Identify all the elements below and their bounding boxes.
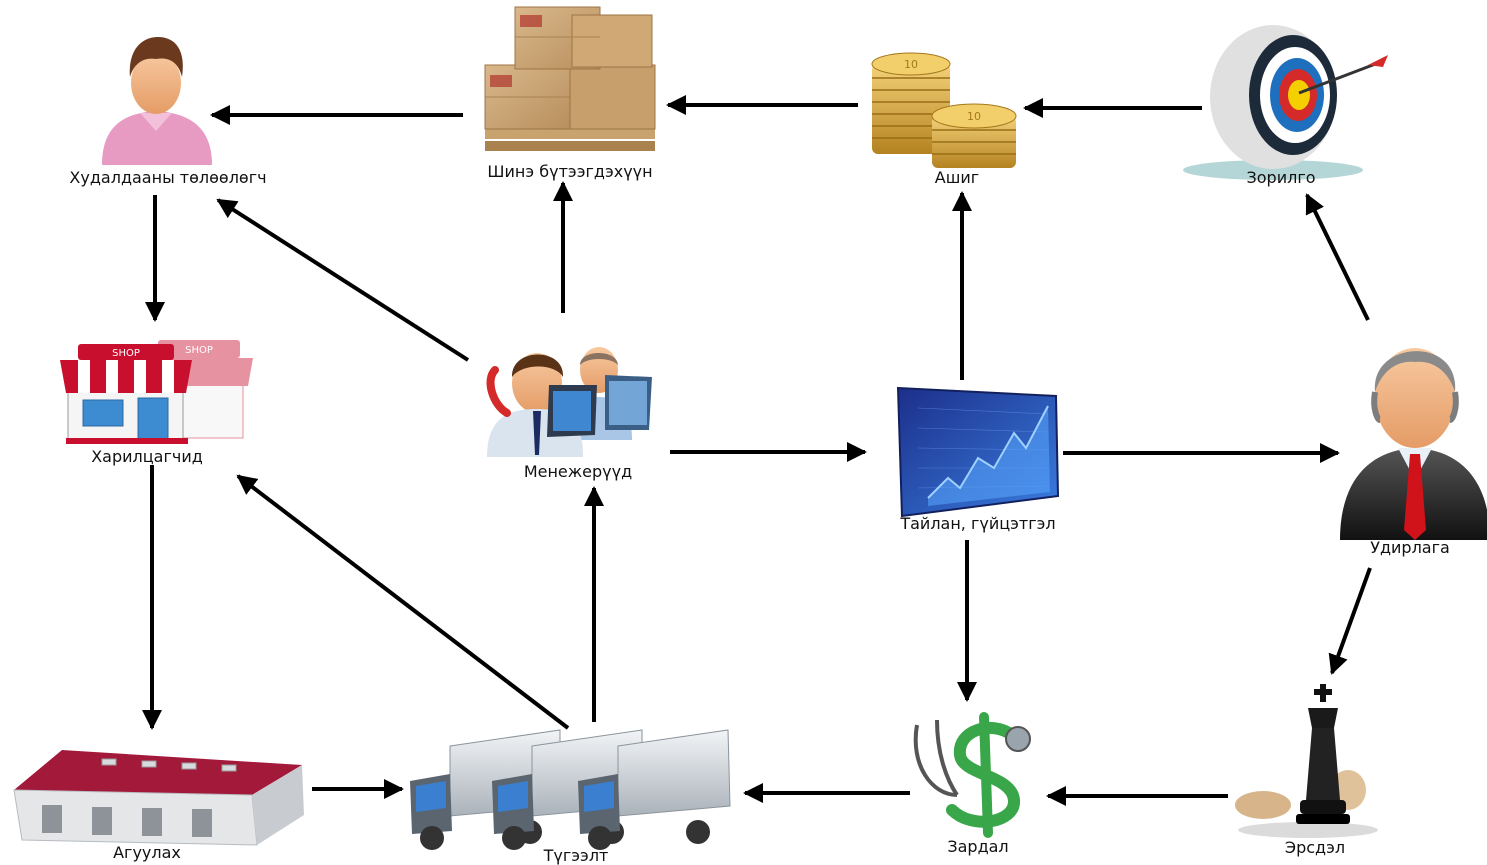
label-customers: Харилцагчид (91, 447, 203, 466)
stethoscope-dollar-icon[interactable] (913, 712, 1031, 838)
shop-sign-back: SHOP (185, 345, 213, 356)
label-expense: Зардал (947, 837, 1009, 856)
coins-icon[interactable]: 10 10 (871, 52, 1017, 168)
executive-icon[interactable] (1340, 348, 1487, 540)
label-warehouse: Агуулах (113, 843, 181, 862)
chess-icon[interactable] (1235, 684, 1378, 838)
arrow-management-to-risk (1328, 567, 1372, 675)
arrow-distribution-to-customers (236, 474, 570, 730)
svg-text:10: 10 (967, 110, 981, 123)
label-distribution: Түгээлт (543, 846, 609, 865)
label-management: Удирлага (1370, 538, 1450, 557)
label-managers: Менежерүүд (523, 462, 633, 481)
arrows (142, 95, 1372, 806)
chart-icon[interactable] (896, 386, 1060, 518)
arrow-management-to-goal (1305, 193, 1370, 321)
svg-text:10: 10 (904, 58, 918, 71)
target-icon[interactable] (1183, 25, 1388, 180)
label-sales-rep: Худалдааны төлөөлөгч (69, 168, 267, 187)
label-goal: Зорилго (1246, 168, 1316, 187)
label-report: Тайлан, гүйцэтгэл (900, 514, 1056, 533)
managers-icon[interactable] (486, 347, 652, 457)
label-risk: Эрсдэл (1284, 838, 1346, 857)
shop-sign-front: SHOP (112, 348, 140, 359)
warehouse-icon[interactable] (13, 750, 304, 846)
shop-icon[interactable]: SHOP SHOP (60, 340, 253, 444)
label-new-product: Шинэ бүтээгдэхүүн (487, 162, 653, 181)
trucks-icon[interactable] (410, 729, 731, 850)
arrow-managers-to-sales-rep (216, 198, 470, 362)
label-profit: Ашиг (934, 168, 980, 187)
boxes-icon[interactable] (484, 6, 656, 151)
salesperson-icon[interactable] (102, 37, 212, 165)
